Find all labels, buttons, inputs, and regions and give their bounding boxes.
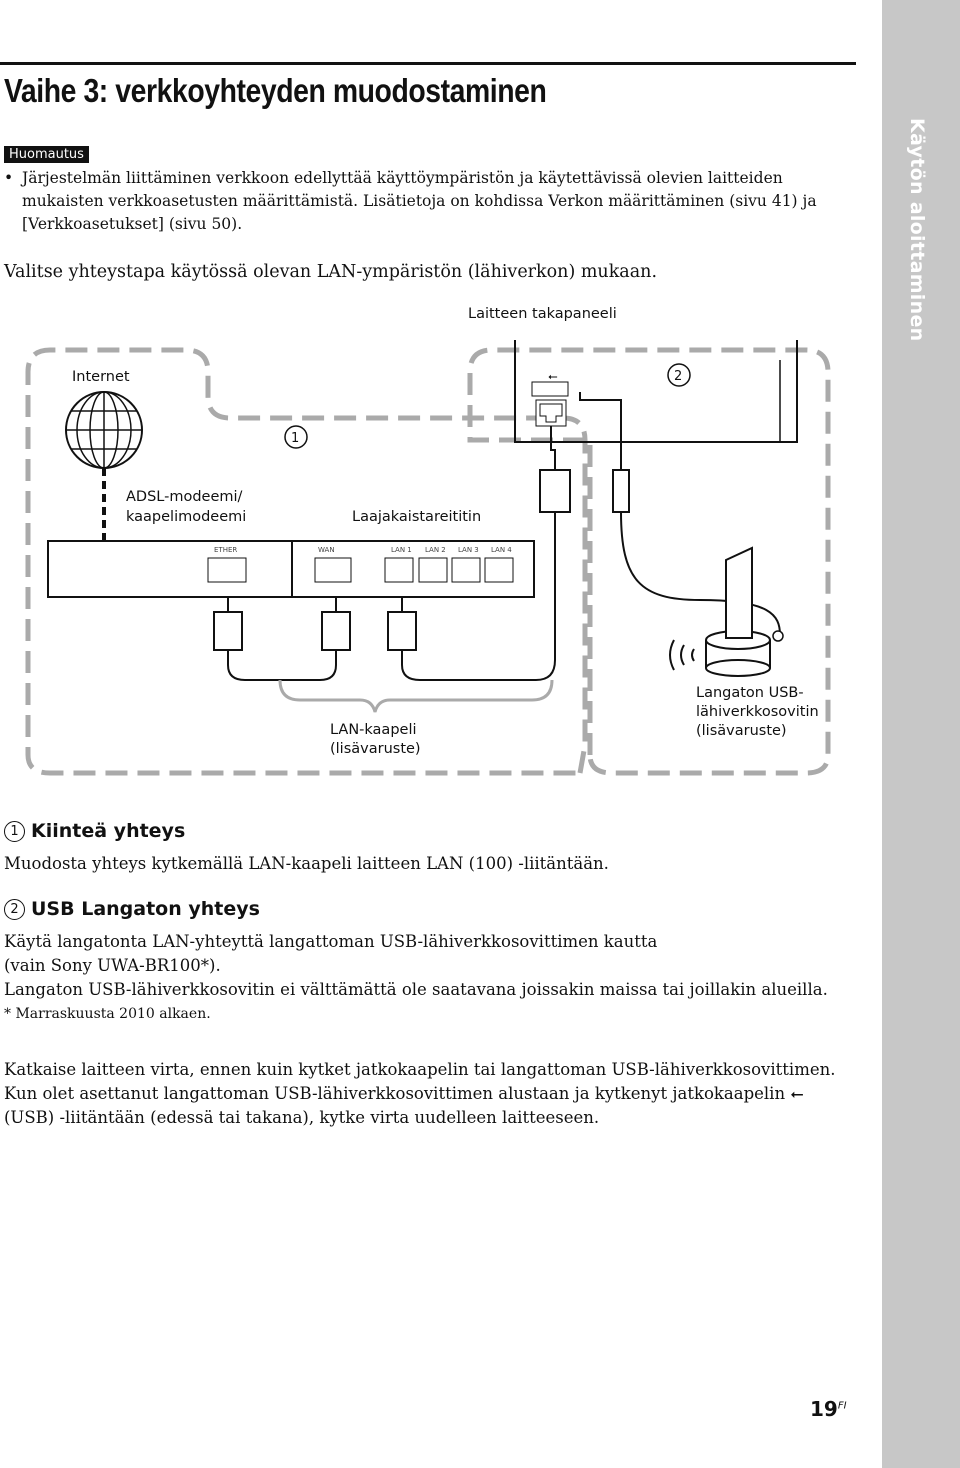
back-panel-label: Laitteen takapaneeli: [468, 306, 617, 322]
section-2-line-1: Käytä langatonta LAN-yhteyttä langattoma…: [4, 932, 658, 951]
section-1-number: 1: [4, 821, 25, 842]
back-panel: [514, 340, 798, 443]
cable-brace: [278, 679, 554, 713]
port-label-lan1: LAN 1: [391, 546, 412, 554]
usb-port: [531, 381, 569, 397]
wireless-region-outline: [467, 347, 831, 776]
cable-router-device: [401, 512, 556, 681]
modem-label-2: kaapelimodeemi: [126, 509, 246, 525]
section-2-line-2: (vain Sony UWA-BR100*).: [4, 956, 221, 975]
cable-label-1: LAN-kaapeli: [330, 722, 417, 738]
closing-line-1: Katkaise laitteen virta, ennen kuin kytk…: [4, 1060, 836, 1079]
closing-line-2: Kun olet asettanut langattoman USB-lähiv…: [4, 1084, 804, 1103]
section-2-number: 2: [4, 899, 25, 920]
globe-icon: [65, 391, 143, 469]
port-label-wan: WAN: [318, 546, 335, 554]
internet-label: Internet: [72, 369, 130, 385]
note-text: Järjestelmän liittäminen verkkoon edelly…: [22, 169, 817, 233]
section-2-line-3: Langaton USB-lähiverkkosovitin ei välttä…: [4, 980, 828, 999]
closing-paragraph: Katkaise laitteen virta, ennen kuin kytk…: [4, 1058, 864, 1130]
header-rule: [0, 62, 856, 65]
note-bullet: •: [4, 169, 14, 187]
chapter-label: Käytön aloittaminen: [906, 118, 928, 342]
router-ports: [207, 557, 514, 583]
intro-text: Valitse yhteystapa käytössä olevan LAN-y…: [4, 262, 658, 282]
marker-1: [284, 425, 308, 449]
footnote: * Marraskuusta 2010 alkaen.: [4, 1006, 211, 1022]
cable-usb: [620, 511, 781, 636]
cable-modem-wan: [227, 650, 337, 681]
svg-text:1: 1: [291, 431, 299, 446]
svg-text:2: 2: [674, 369, 682, 384]
marker-2: [667, 363, 691, 387]
usb-plug: [612, 469, 630, 513]
port-label-ether: ETHER: [214, 546, 237, 554]
adapter-label-1: Langaton USB-: [696, 685, 804, 701]
port-label-lan3: LAN 3: [458, 546, 479, 554]
connection-diagram: Laitteen takapaneeli ⭠ 1 2 Internet ADSL…: [25, 306, 831, 776]
wired-region-outline: [25, 347, 588, 776]
cable-usb-top: [579, 392, 622, 470]
wireless-adapter-icon: [669, 546, 784, 677]
usb-icon: ⭠: [548, 369, 558, 383]
adapter-label-3: (lisävaruste): [696, 723, 787, 739]
lan-plugs: [213, 469, 571, 651]
chapter-sidebar: Käytön aloittaminen: [882, 0, 960, 1468]
port-label-lan4: LAN 4: [491, 546, 512, 554]
closing-line-3: (USB) -liitäntään (edessä tai takana), k…: [4, 1108, 600, 1127]
usb-symbol-icon: ⭠: [790, 1084, 804, 1103]
section-2-text: Käytä langatonta LAN-yhteyttä langattoma…: [4, 930, 864, 1026]
router-label: Laajakaistareititin: [352, 509, 481, 525]
page-title: Vaihe 3: verkkoyhteyden muodostaminen: [4, 72, 547, 109]
note-badge: Huomautus: [4, 146, 89, 163]
cable-to-device-lan: [550, 426, 556, 470]
adapter-label-2: lähiverkkosovitin: [696, 704, 819, 720]
note-block: • Järjestelmän liittäminen verkkoon edel…: [4, 167, 834, 236]
port-label-lan2: LAN 2: [425, 546, 446, 554]
cable-label-2: (lisävaruste): [330, 741, 421, 757]
section-1-text: Muodosta yhteys kytkemällä LAN-kaapeli l…: [4, 854, 609, 873]
page-number: 19FI: [810, 1397, 847, 1421]
modem-label-1: ADSL-modeemi/: [126, 489, 243, 505]
